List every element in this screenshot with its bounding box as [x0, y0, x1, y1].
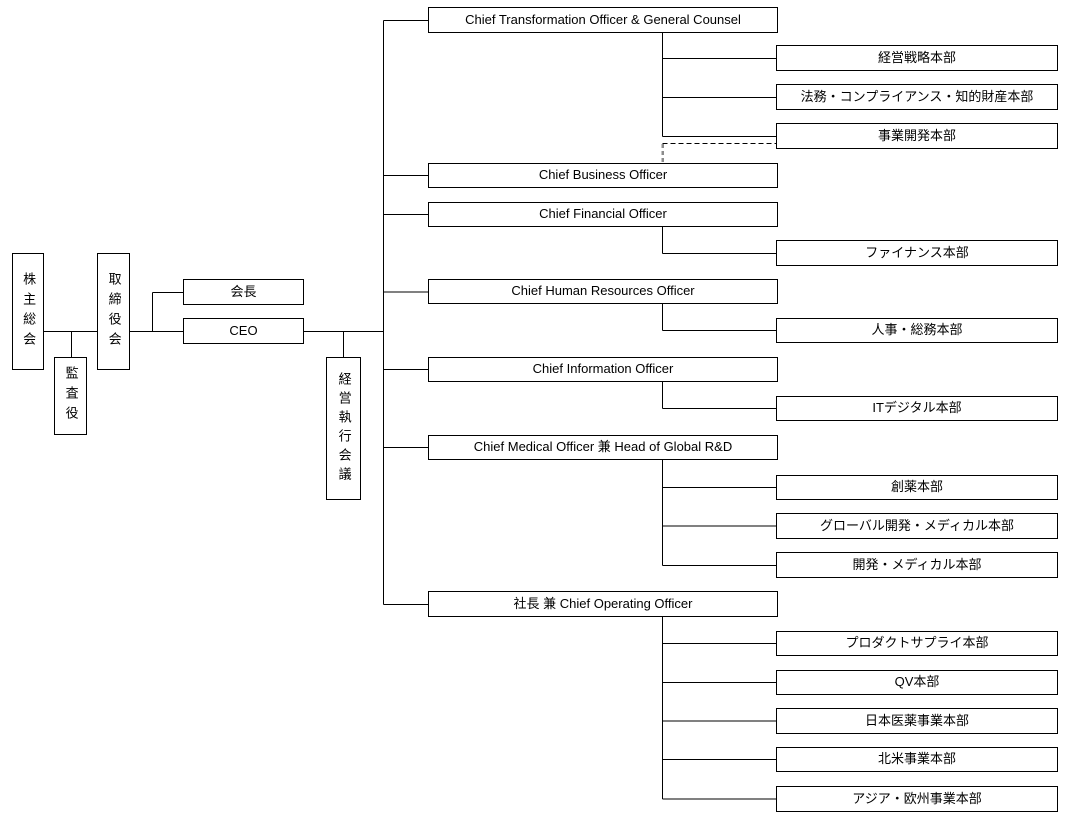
solid-connectors [43, 20, 776, 800]
box-corporate-strategy-division: 経営戦略本部 [776, 45, 1058, 71]
box-business-development-division: 事業開発本部 [776, 123, 1058, 149]
box-management-executive-meeting: 経営執行会議 [326, 357, 361, 500]
box-chief-business-officer: Chief Business Officer [428, 163, 778, 188]
box-board-of-directors: 取締役会 [97, 253, 130, 370]
box-global-development-medical-division: グローバル開発・メディカル本部 [776, 513, 1058, 539]
box-hr-general-affairs-division: 人事・総務本部 [776, 318, 1058, 343]
box-cto-general-counsel: Chief Transformation Officer & General C… [428, 7, 778, 33]
box-it-digital-division: ITデジタル本部 [776, 396, 1058, 421]
box-chief-financial-officer: Chief Financial Officer [428, 202, 778, 227]
box-chief-human-resources-officer: Chief Human Resources Officer [428, 279, 778, 304]
box-chief-information-officer: Chief Information Officer [428, 357, 778, 382]
box-qv-division: QV本部 [776, 670, 1058, 695]
box-japan-pharma-business-division: 日本医薬事業本部 [776, 708, 1058, 734]
box-president-coo: 社長 兼 Chief Operating Officer [428, 591, 778, 617]
box-finance-division: ファイナンス本部 [776, 240, 1058, 266]
box-drug-discovery-division: 創薬本部 [776, 475, 1058, 500]
box-north-america-business-division: 北米事業本部 [776, 747, 1058, 772]
box-legal-compliance-ip-division: 法務・コンプライアンス・知的財産本部 [776, 84, 1058, 110]
box-product-supply-division: プロダクトサプライ本部 [776, 631, 1058, 656]
box-chairman: 会長 [183, 279, 304, 305]
box-shareholders-meeting: 株主総会 [12, 253, 44, 370]
box-ceo: CEO [183, 318, 304, 344]
box-chief-medical-officer: Chief Medical Officer 兼 Head of Global R… [428, 435, 778, 460]
box-development-medical-division: 開発・メディカル本部 [776, 552, 1058, 578]
box-asia-europe-business-division: アジア・欧州事業本部 [776, 786, 1058, 812]
box-audit-officers: 監査役 [54, 357, 87, 435]
